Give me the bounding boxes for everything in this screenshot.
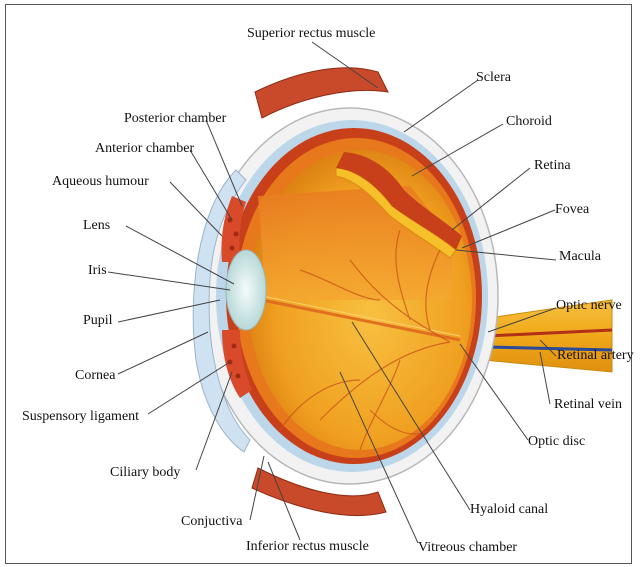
label-aqueous-humour: Aqueous humour: [52, 174, 149, 190]
label-sclera: Sclera: [476, 70, 511, 86]
label-superior-rectus-muscle: Superior rectus muscle: [247, 26, 375, 42]
label-conjuctiva: Conjuctiva: [181, 514, 242, 530]
label-ciliary-body: Ciliary body: [110, 465, 180, 481]
label-cornea: Cornea: [75, 368, 115, 384]
upper-cut-section: [258, 186, 452, 300]
label-macula: Macula: [559, 249, 601, 265]
label-hyaloid-canal: Hyaloid canal: [470, 502, 548, 518]
label-retina: Retina: [534, 158, 571, 174]
label-anterior-chamber: Anterior chamber: [95, 141, 194, 157]
label-choroid: Choroid: [506, 114, 552, 130]
label-pupil: Pupil: [83, 313, 113, 329]
label-fovea: Fovea: [555, 202, 589, 218]
label-inferior-rectus-muscle: Inferior rectus muscle: [246, 539, 369, 555]
label-vitreous-chamber: Vitreous chamber: [418, 540, 517, 556]
lens: [226, 250, 266, 330]
label-retinal-vein: Retinal vein: [554, 397, 622, 413]
label-optic-disc: Optic disc: [528, 434, 585, 450]
label-lens: Lens: [83, 218, 110, 234]
label-posterior-chamber: Posterior chamber: [124, 111, 226, 127]
label-retinal-artery: Retinal artery: [557, 348, 634, 364]
label-iris: Iris: [88, 263, 107, 279]
label-suspensory-ligament: Suspensory ligament: [22, 409, 139, 425]
label-optic-nerve: Optic nerve: [556, 298, 622, 314]
